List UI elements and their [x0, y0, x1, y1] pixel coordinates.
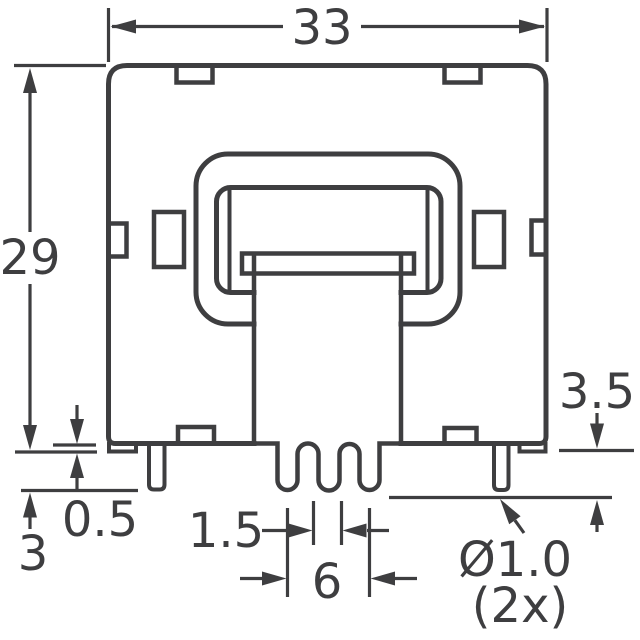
- dim-overall-height: 29: [0, 63, 106, 454]
- dim-standoff-label: 0.5: [62, 492, 138, 548]
- span-arrow-right: [262, 571, 287, 586]
- leader-stem: [513, 519, 526, 534]
- bottom-tab-left: [175, 424, 217, 443]
- blade-width-arrow-right: [288, 523, 313, 538]
- arrowhead-up: [590, 500, 604, 525]
- side-tab-left: [110, 221, 129, 259]
- arrowhead-down: [590, 423, 604, 449]
- terminal-comb: [254, 441, 401, 493]
- dim-terminal-span-label: 6: [312, 554, 343, 610]
- dim-terminals: 1.5 6: [188, 501, 417, 610]
- dim-pin-left: 3: [18, 488, 138, 582]
- span-arrow-left: [370, 571, 395, 586]
- standoff-right: [517, 442, 548, 454]
- blade-width-arrow-left: [342, 523, 367, 538]
- dim-overall-height-label: 29: [0, 230, 61, 286]
- leader-arrowhead: [500, 499, 521, 525]
- dim-standoff: 0.5: [53, 405, 138, 548]
- arrowhead-right: [519, 19, 545, 34]
- dim-pin-left-label: 3: [18, 526, 49, 582]
- dim-overall-width: 33: [106, 0, 549, 62]
- arrowhead-up: [70, 453, 84, 478]
- side-tab-right: [529, 218, 545, 257]
- arrowhead-left: [110, 19, 136, 34]
- busbar: [239, 251, 417, 276]
- arrowhead-up: [23, 492, 37, 518]
- bottom-tab-right: [442, 425, 479, 443]
- latch-window-right: [471, 209, 507, 270]
- standoff-left: [107, 442, 138, 454]
- pin-left: [147, 446, 167, 492]
- latch-window-left: [151, 209, 187, 270]
- dim-pin-right-label: 3.5: [559, 364, 635, 420]
- top-tab-left: [174, 66, 215, 85]
- top-tab-right: [442, 66, 483, 85]
- pin-diameter-label: Ø1.0: [458, 532, 572, 588]
- dim-overall-width-label: 33: [291, 0, 352, 56]
- callout-pin-diameter: Ø1.0 (2x): [458, 499, 572, 634]
- pin-right: [492, 446, 511, 492]
- dim-pin-right: 3.5: [389, 364, 635, 532]
- primary-conductor: [239, 251, 417, 493]
- core-window-inner: [214, 185, 444, 295]
- conductor-mask: [256, 277, 399, 447]
- pin-diameter-count-label: (2x): [472, 578, 568, 634]
- arrowhead-up: [23, 68, 37, 93]
- arrowhead-down: [23, 425, 37, 450]
- dim-blade-width-label: 1.5: [188, 503, 264, 559]
- arrowhead-down: [70, 419, 84, 444]
- solder-pins: [147, 446, 511, 492]
